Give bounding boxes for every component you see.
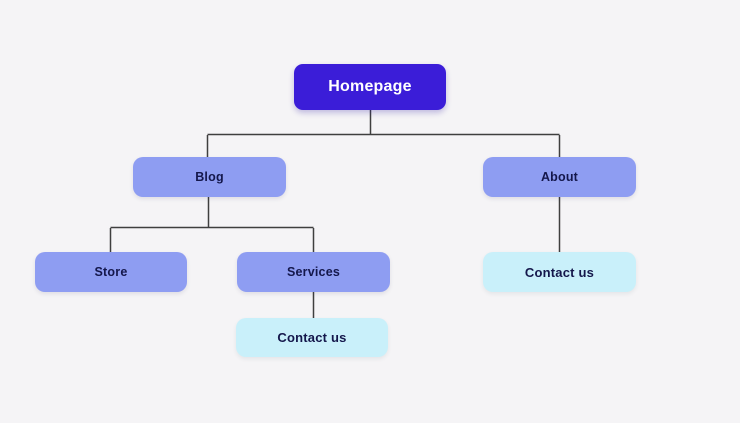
node-blog[interactable]: Blog (133, 157, 286, 197)
node-contact-us-under-services-label: Contact us (277, 330, 347, 345)
node-store-label: Store (94, 265, 128, 279)
node-contact-us-under-about-label: Contact us (524, 264, 595, 280)
node-homepage[interactable]: Homepage (294, 64, 446, 110)
node-contact-us-under-services[interactable]: Contact us (236, 318, 388, 357)
node-about[interactable]: About (483, 157, 636, 197)
node-services[interactable]: Services (237, 252, 390, 292)
node-store[interactable]: Store (35, 252, 187, 292)
edge-homepage-children (206, 110, 561, 157)
node-services-label: Services (286, 265, 341, 279)
node-contact-us-under-about[interactable]: Contact us (483, 252, 636, 292)
node-blog-label: Blog (195, 170, 224, 184)
node-about-label: About (540, 170, 579, 184)
edge-blog-children (109, 197, 315, 252)
node-homepage-label: Homepage (328, 78, 412, 95)
